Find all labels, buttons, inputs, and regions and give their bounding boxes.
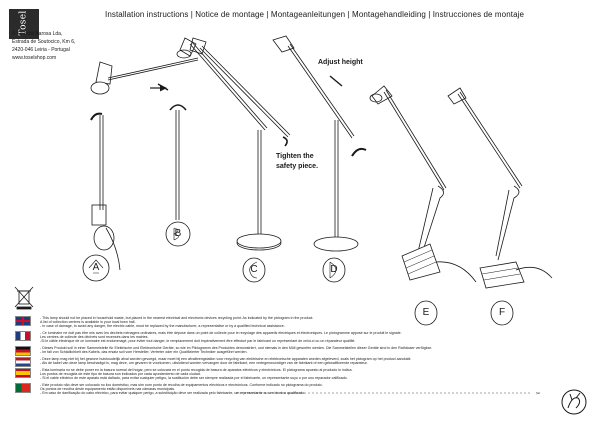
note-german: - Dieses Produkt soll in einer Sammelste… [15, 346, 570, 356]
portugal-flag-icon [15, 382, 31, 393]
note-line: - Este produto não deve ser colocado no … [40, 382, 323, 387]
note-french: - Ce luminaire ne doit pas être mis avec… [15, 331, 570, 344]
address-website: www.toselshop.com [12, 55, 57, 61]
note-spanish: - Esta luminaria no se debe poner en la … [15, 367, 570, 381]
note-english: - This lamp should not be placed in hous… [15, 316, 570, 329]
france-flag-icon [15, 331, 31, 341]
note-line: Os pontos de recolha deste equipamento e… [40, 386, 176, 391]
tighten-note-line2: safety piece. [276, 163, 319, 170]
note-line: - Dieses Produkt soll in einer Sammelste… [40, 346, 432, 350]
note-line: - Em caso de danificação do cabo eléctri… [40, 391, 306, 395]
address-line: 2420-046 Leiria - Portugal [12, 47, 70, 53]
note-line: - Si el cable eléctrico de este aparato … [40, 376, 348, 380]
note-line: - Esta luminaria no se debe poner en la … [40, 367, 353, 372]
step-f-drawing [447, 87, 553, 326]
step-e-drawing [369, 85, 477, 326]
step-c-drawing [189, 37, 291, 283]
company-address: A Ferreira Barosa Lda, Estrada de Soutoc… [12, 30, 75, 62]
spain-flag-icon [15, 367, 31, 378]
note-line: - Ce luminaire ne doit pas être mis avec… [40, 331, 402, 335]
note-portuguese: - Este produto não deve ser colocado no … [15, 382, 570, 396]
note-line: - Deze lamp mag niet bij het gewone huis… [40, 356, 412, 361]
note-line: -Si le câble électrique de ce luminaire … [40, 339, 356, 344]
tighten-note-line1: Tighten the [276, 153, 314, 160]
note-line: Les centres de collecte des déchets sont… [40, 335, 149, 340]
safety-notes: - This lamp should not be placed in hous… [15, 316, 570, 398]
address-line: Estrada de Soutocico, Km 6, [12, 39, 76, 45]
scissors-icon: ✂ [536, 391, 541, 397]
step-d-drawing [272, 35, 367, 283]
note-line: - Als de kabel van deze lamp beschadigd … [40, 361, 368, 365]
note-line: - Im fall von Schädlichkeit des Kabels, … [40, 350, 248, 355]
mascot-figure-icon [561, 389, 587, 415]
note-dutch: - Deze lamp mag niet bij het gewone huis… [15, 356, 570, 367]
adjust-height-note: Adjust height [318, 59, 363, 66]
note-line: Los puntos de recogida de este tipo de b… [40, 371, 201, 376]
step-label-c: C [250, 264, 258, 275]
uk-flag-icon [15, 316, 31, 326]
note-line: - This lamp should not be placed in hous… [40, 316, 314, 320]
weee-bin-icon [14, 286, 34, 310]
step-label-b: B [174, 228, 182, 239]
germany-flag-icon [15, 346, 31, 356]
step-label-f: F [498, 307, 506, 318]
note-line: - In case of damage, to avoid any danger… [40, 324, 285, 329]
step-label-e: E [422, 307, 430, 318]
address-line: A Ferreira Barosa Lda, [12, 31, 63, 37]
step-b-drawing [165, 37, 268, 247]
brand-logo: Tosel [9, 9, 39, 39]
page-title: Installation instructions | Notice de mo… [105, 10, 525, 19]
step-label-d: D [330, 264, 338, 275]
note-line: A list of collection centres is availabl… [40, 320, 136, 325]
step-a-drawing [82, 57, 199, 282]
netherlands-flag-icon [15, 356, 31, 367]
step-label-a: A [92, 262, 100, 273]
